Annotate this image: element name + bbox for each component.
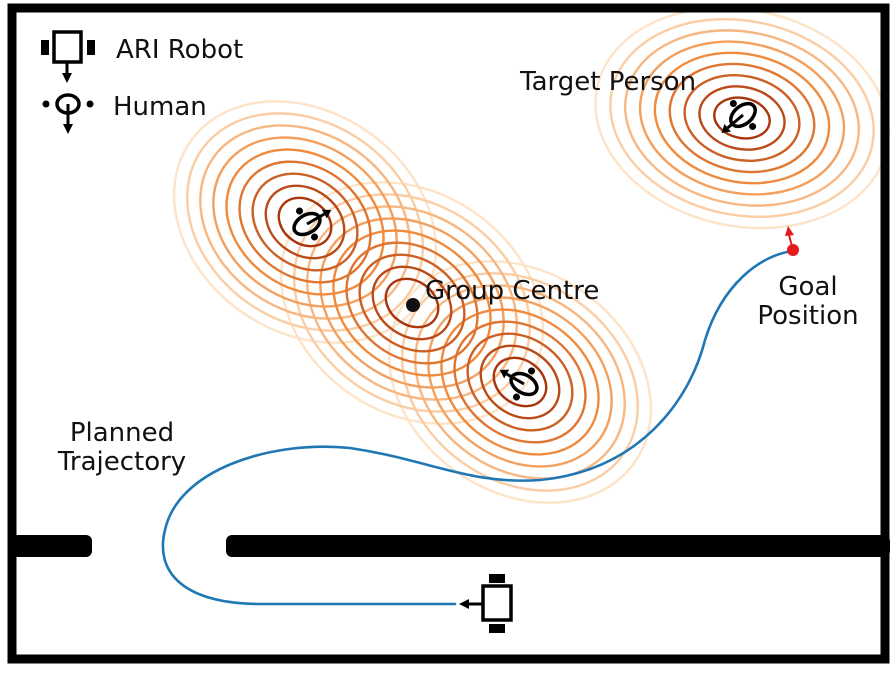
inner-wall-right [226,535,890,557]
planned-trajectory-label-line2: Trajectory [57,447,186,477]
goal-position-label-line2: Position [757,301,858,331]
group-contour-ring [199,124,411,320]
target-person-label: Target Person [519,67,696,97]
group-contour-ring [306,205,518,401]
group-contour-ring [172,100,438,344]
group-contour-ring [277,196,333,248]
social-cost-contours [172,6,890,504]
group-contour-ring [332,229,492,377]
ari-robot [459,574,513,633]
target-contour-ring [653,51,831,185]
legend: ARI Robot Human [41,30,243,134]
group-contour-ring [440,308,600,456]
target-contour-ring [668,62,816,174]
human-group-member-2 [499,367,539,401]
legend-robot-label: ARI Robot [116,35,243,65]
planned-trajectory-label-line1: Planned [70,418,174,448]
group-contour-ring [492,356,548,408]
group-contour-ring [466,332,574,432]
target-contour-ring [624,29,860,207]
human-top-view-icon [42,93,94,134]
walls [7,3,890,664]
group-contour-ring [185,112,425,332]
group-contour-ring [371,265,453,341]
group-contour-ring [212,136,398,308]
target-person-human [721,100,757,133]
target-contour-ring [638,40,846,196]
group-contour-ring [345,241,479,365]
target-contour-ring [713,96,771,140]
group-contour-ring [384,277,440,329]
target-contour-ring [609,17,875,219]
group-contour-ring [251,172,359,272]
group-contour-ring [427,296,613,468]
group-centre-label: Group Centre [425,276,599,306]
legend-human-label: Human [113,92,207,122]
group-contour-ring [358,253,466,353]
target-contour-ring [698,85,786,151]
goal-position-label-line1: Goal [778,272,837,302]
robot-top-view-icon [41,30,95,83]
outer-wall [7,3,890,664]
group-contour-ring [238,160,372,284]
goal-marker [785,226,799,256]
group-contour-ring [453,320,587,444]
group-contour-ring [479,344,561,420]
group-contour-ring [319,217,505,389]
target-contour-ring [683,73,801,163]
inner-wall-left [12,535,92,557]
planned-trajectory-path [161,249,795,606]
group-centre-marker [406,298,420,312]
group-contour-ring [264,184,346,260]
group-contour-ring [225,148,385,296]
human-group-member-1 [292,207,332,241]
group-contour-ring [414,284,626,480]
